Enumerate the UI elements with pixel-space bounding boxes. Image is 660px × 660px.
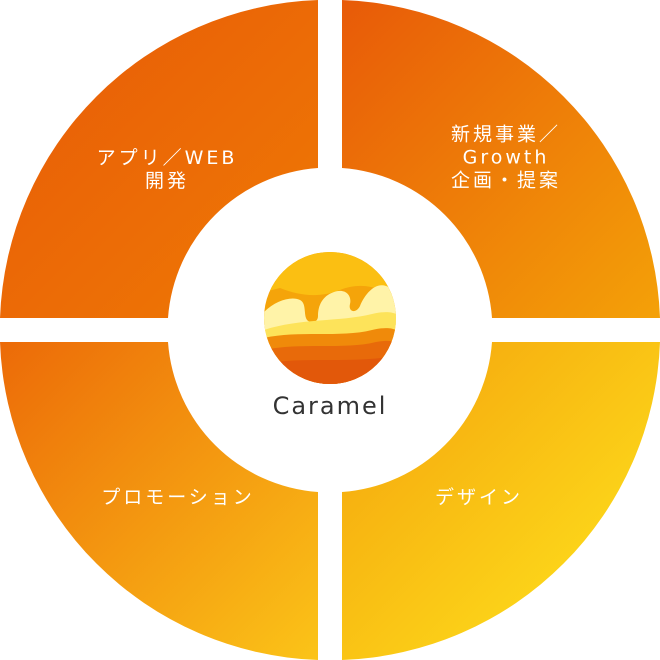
segment-label-line: 新規事業／ [450, 123, 562, 146]
segment-label-line: デザイン [434, 486, 524, 509]
segment-label-new-business: 新規事業／ Growth 企画・提案 [451, 124, 561, 193]
segment-promotion [0, 342, 318, 660]
segment-design [342, 342, 660, 660]
segment-app-web [0, 0, 318, 318]
caramel-logo-icon [264, 252, 396, 384]
brand-name: Caramel [272, 392, 388, 420]
segment-label-app-web: アプリ／WEB 開発 [97, 147, 238, 193]
segment-label-line: アプリ／WEB [96, 147, 238, 169]
segment-label-line: 企画・提案 [450, 169, 562, 192]
segment-label-line: Growth [462, 146, 550, 169]
segment-new-business [342, 0, 660, 318]
segment-label-line: プロモーション [101, 486, 255, 509]
segment-label-line: 開発 [144, 170, 190, 192]
segment-label-promotion: プロモーション [101, 487, 255, 510]
segment-label-design: デザイン [435, 487, 523, 510]
